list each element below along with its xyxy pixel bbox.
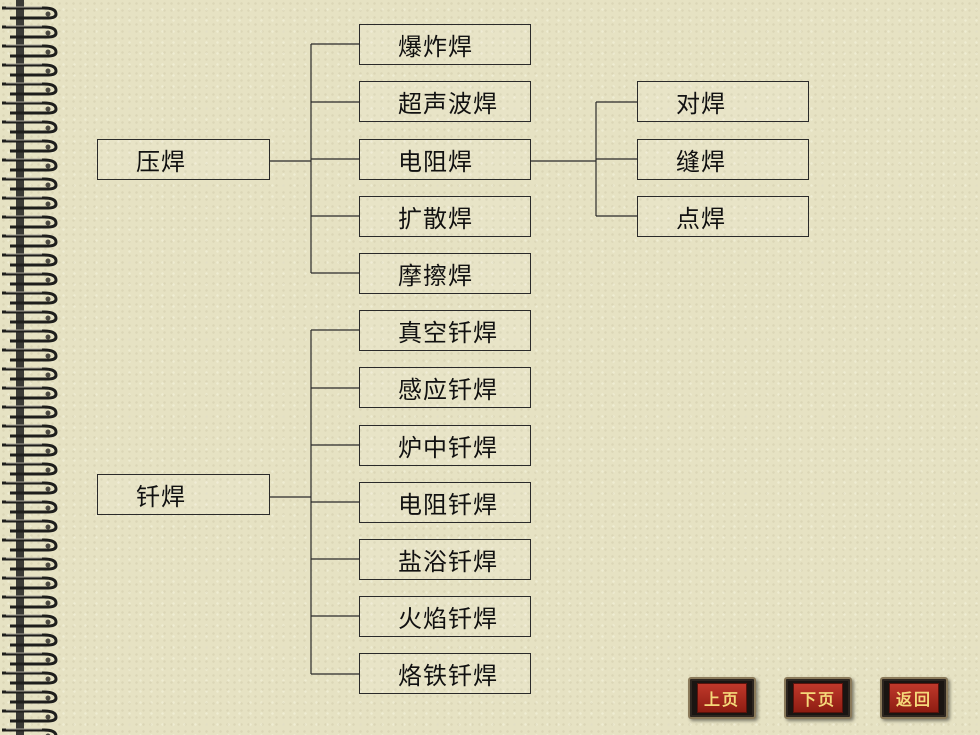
node-ultrasonic-welding: 超声波焊 (359, 81, 531, 122)
node-induction-brazing: 感应钎焊 (359, 367, 531, 408)
node-salt-bath-brazing: 盐浴钎焊 (359, 539, 531, 580)
node-furnace-brazing: 炉中钎焊 (359, 425, 531, 466)
binding-ring (2, 595, 58, 609)
node-seam-welding: 缝焊 (637, 139, 809, 180)
node-butt-welding: 对焊 (637, 81, 809, 122)
binding-ring (2, 120, 58, 134)
binding-ring (2, 519, 58, 533)
node-flame-brazing: 火焰钎焊 (359, 596, 531, 637)
binding-ring (2, 405, 58, 419)
binding-ring (2, 424, 58, 438)
binding-ring (2, 329, 58, 343)
binding-ring (2, 652, 58, 666)
binding-ring (2, 614, 58, 628)
binding-ring (2, 25, 58, 39)
binding-ring (2, 576, 58, 590)
node-diffusion-welding: 扩散焊 (359, 196, 531, 237)
binding-ring (2, 291, 58, 305)
binding-ring (2, 462, 58, 476)
binding-ring (2, 690, 58, 704)
binding-ring (2, 557, 58, 571)
binding-ring (2, 538, 58, 552)
binding-ring (2, 82, 58, 96)
node-vacuum-brazing: 真空钎焊 (359, 310, 531, 351)
binding-ring (2, 63, 58, 77)
binding-ring (2, 253, 58, 267)
binding-ring (2, 500, 58, 514)
binding-ring (2, 44, 58, 58)
binding-ring (2, 215, 58, 229)
binding-ring (2, 101, 58, 115)
binding-ring (2, 348, 58, 362)
node-friction-welding: 摩擦焊 (359, 253, 531, 294)
binding-ring (2, 196, 58, 210)
return-label: 返回 (888, 683, 939, 713)
binding-ring (2, 671, 58, 685)
binding-ring (2, 158, 58, 172)
next-page-label: 下页 (792, 683, 843, 713)
binding-ring (2, 310, 58, 324)
binding-ring (2, 386, 58, 400)
node-brazing: 钎焊 (97, 474, 270, 515)
node-resistance-welding: 电阻焊 (359, 139, 531, 180)
binding-ring (2, 6, 58, 20)
binding-ring (2, 139, 58, 153)
binding-ring (2, 633, 58, 647)
binding-ring (2, 177, 58, 191)
binding-ring (2, 272, 58, 286)
prev-page-button[interactable]: 上页 (688, 677, 756, 719)
return-button[interactable]: 返回 (880, 677, 948, 719)
prev-page-label: 上页 (696, 683, 747, 713)
binding-ring (2, 234, 58, 248)
node-explosion-welding: 爆炸焊 (359, 24, 531, 65)
binding-ring (2, 709, 58, 723)
binding-ring (2, 443, 58, 457)
binding-ring (2, 367, 58, 381)
next-page-button[interactable]: 下页 (784, 677, 852, 719)
node-iron-brazing: 烙铁钎焊 (359, 653, 531, 694)
spiral-binding (2, 0, 58, 735)
node-spot-welding: 点焊 (637, 196, 809, 237)
node-resistance-brazing: 电阻钎焊 (359, 482, 531, 523)
node-pressure-welding: 压焊 (97, 139, 270, 180)
binding-ring (2, 481, 58, 495)
